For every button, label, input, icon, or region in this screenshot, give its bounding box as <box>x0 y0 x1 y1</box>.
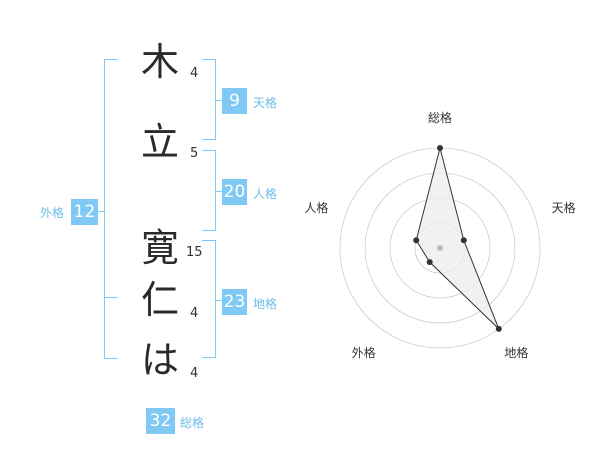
name-char-2: 立 <box>140 120 179 164</box>
radar-axis-label-1: 総格 <box>428 110 452 125</box>
name-char-4: 仁 <box>140 278 179 322</box>
radar-point-4 <box>426 259 433 266</box>
radar-point-3 <box>495 325 502 332</box>
radar-point-5 <box>413 237 420 244</box>
jinkaku-value: 20 <box>222 179 247 205</box>
radar-center-dot <box>437 245 443 251</box>
radar-series-polygon <box>415 147 500 330</box>
jinkaku-tick <box>215 191 222 192</box>
chikaku-bracket <box>202 240 216 358</box>
jinkaku-label: 人格 <box>253 187 278 201</box>
name-char-3: 寛 <box>140 226 179 270</box>
tenkaku-value: 9 <box>222 88 247 114</box>
radar-axis-label-4: 外格 <box>352 345 376 360</box>
radar-axis-label-5: 人格 <box>304 200 328 215</box>
gaikaku-tick <box>97 211 105 212</box>
chikaku-tick <box>215 300 222 301</box>
tenkaku-label: 天格 <box>253 96 278 110</box>
radar-axis-label-2: 天格 <box>552 200 576 215</box>
gaikaku-value: 12 <box>71 199 98 225</box>
stroke-count-3: 15 <box>186 245 203 260</box>
chikaku-value: 23 <box>222 289 247 315</box>
chikaku-label: 地格 <box>253 297 278 311</box>
gaikaku-label: 外格 <box>40 206 65 220</box>
soukaku-value: 32 <box>146 408 175 434</box>
name-char-1: 木 <box>140 40 179 84</box>
stroke-count-4: 4 <box>190 306 199 321</box>
stroke-count-2: 5 <box>190 146 199 161</box>
jinkaku-bracket <box>202 150 216 231</box>
radar-point-2 <box>460 237 467 244</box>
radar-axis-label-3: 地格 <box>504 345 528 360</box>
radar-point-1 <box>437 145 443 151</box>
soukaku-label: 総格 <box>180 416 205 430</box>
stroke-count-1: 4 <box>190 66 199 81</box>
gaikaku-bracket <box>104 59 118 359</box>
name-char-5: は <box>140 338 179 382</box>
tenkaku-bracket <box>202 59 216 140</box>
gaikaku-inner-tick <box>104 297 118 298</box>
stroke-count-5: 4 <box>190 366 199 381</box>
tenkaku-tick <box>215 100 222 101</box>
